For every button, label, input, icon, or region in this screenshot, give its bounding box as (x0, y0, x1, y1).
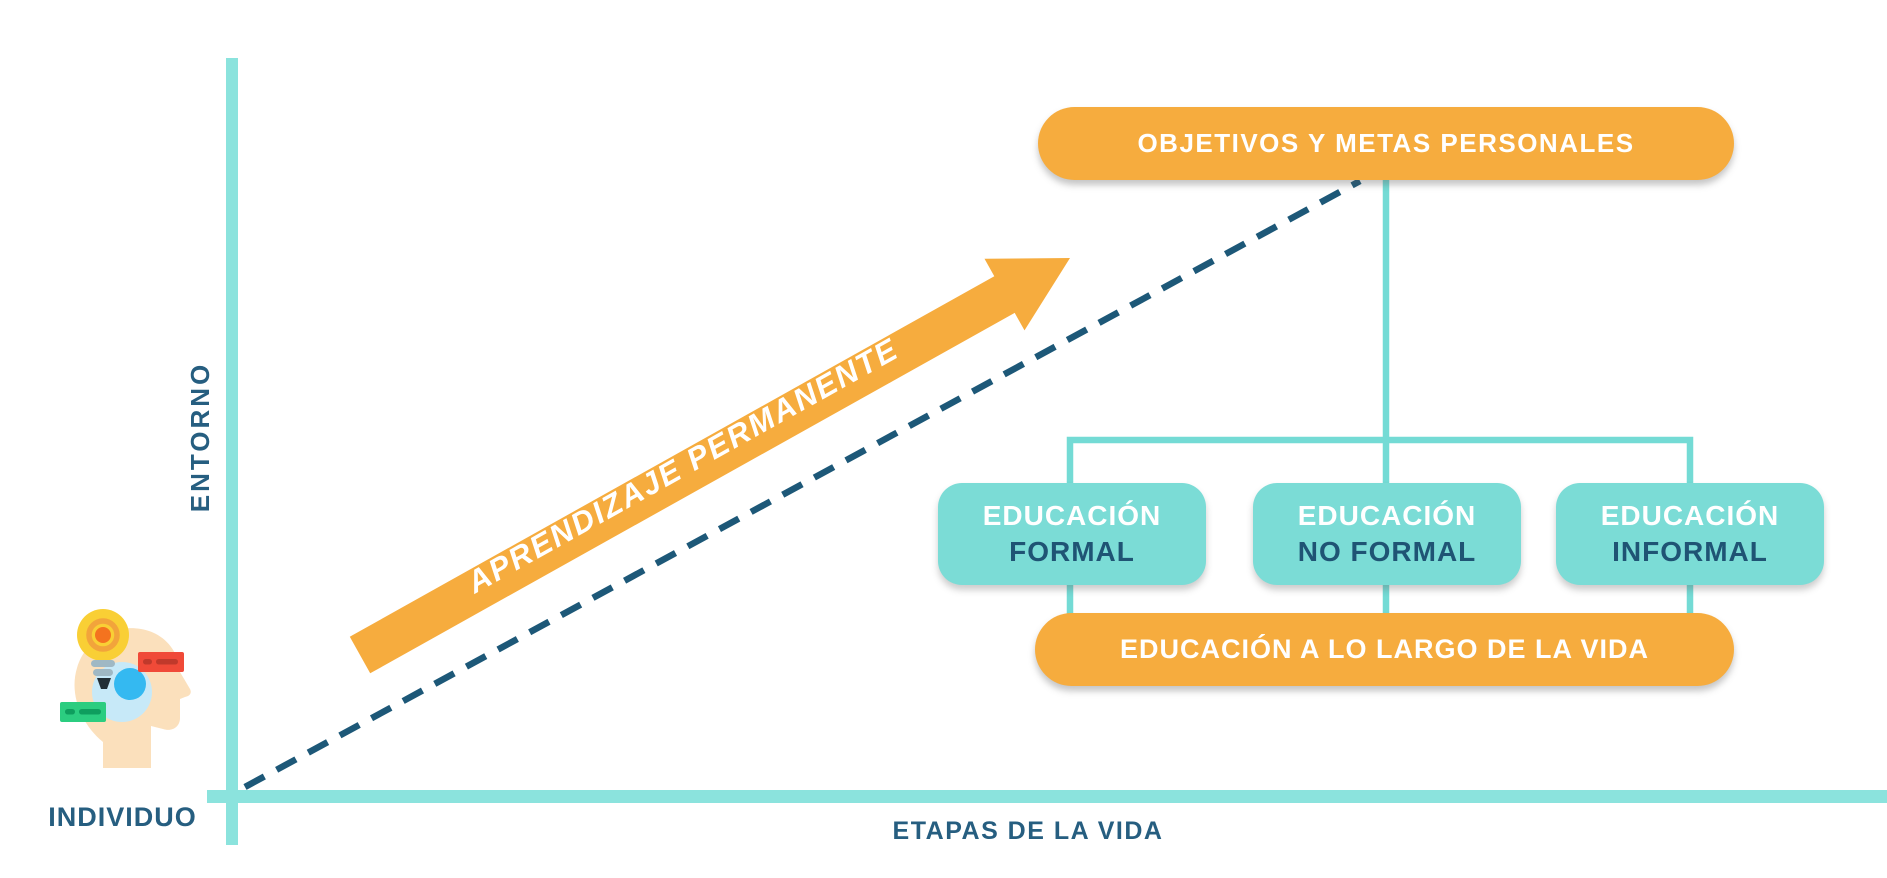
connector-branch (1066, 436, 1694, 484)
bulb-base-top (91, 660, 115, 667)
dashed-trajectory-line (243, 178, 1362, 790)
head-idea-icon (60, 609, 191, 768)
x-axis-label: ETAPAS DE LA VIDA (892, 817, 1164, 845)
origin-label: INDIVIDUO (48, 802, 197, 832)
education-formal-line2: FORMAL (1009, 536, 1135, 567)
connector-bottom-stubs (1066, 583, 1694, 615)
green-note-dash-long (79, 709, 101, 715)
education-informal-line1: EDUCACIÓN (1600, 500, 1780, 531)
red-note-dash-short (143, 659, 152, 665)
lifelong-education-pill-label: EDUCACIÓN A LO LARGO DE LA VIDA (1120, 634, 1649, 664)
education-formal-box: EDUCACIÓN FORMAL (938, 483, 1206, 585)
growth-arrow (349, 258, 1070, 674)
bulb-core (95, 627, 111, 643)
education-informal-line2: INFORMAL (1612, 536, 1768, 567)
education-formal-line1: EDUCACIÓN (982, 500, 1162, 531)
bulb-ring (86, 618, 120, 652)
red-note-dash-long (156, 659, 178, 665)
lifelong-education-pill: EDUCACIÓN A LO LARGO DE LA VIDA (1035, 613, 1734, 686)
education-no-formal-line1: EDUCACIÓN (1297, 500, 1477, 531)
y-axis-label: ENTORNO (185, 361, 215, 513)
x-axis (207, 790, 1887, 803)
objectives-pill-label: OBJETIVOS Y METAS PERSONALES (1137, 128, 1635, 158)
education-no-formal-box: EDUCACIÓN NO FORMAL (1253, 483, 1521, 585)
bulb-tip (97, 678, 111, 689)
green-note-dash-short (65, 709, 75, 715)
education-no-formal-line2: NO FORMAL (1297, 536, 1477, 567)
education-informal-box: EDUCACIÓN INFORMAL (1556, 483, 1824, 585)
bulb-base-bottom (93, 669, 113, 676)
mind-circle-inner (114, 668, 146, 700)
objectives-pill: OBJETIVOS Y METAS PERSONALES (1038, 107, 1734, 180)
y-axis (226, 58, 238, 845)
